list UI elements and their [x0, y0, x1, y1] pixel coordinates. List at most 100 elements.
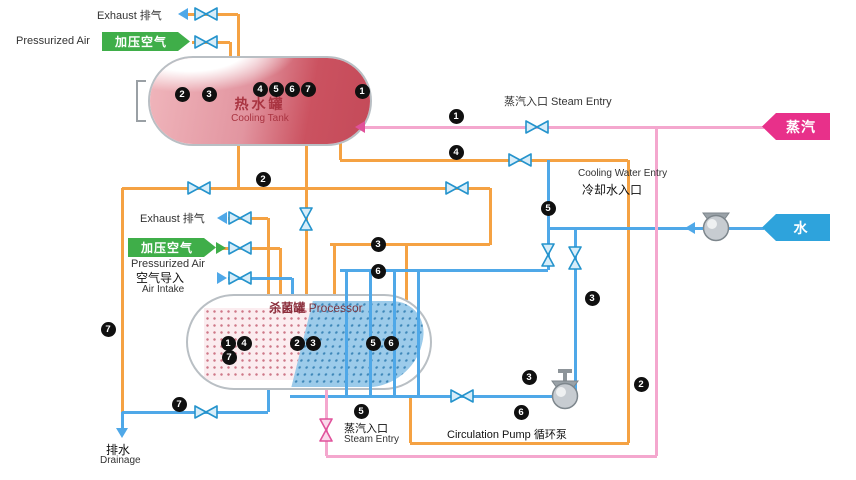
pipe-segment: [278, 248, 282, 296]
pipe-segment: [266, 384, 270, 412]
pipe-segment: [344, 270, 348, 396]
cooling-tank-fill: [150, 58, 370, 144]
step-badge: 6: [513, 404, 529, 420]
valve-icon[interactable]: [187, 181, 211, 195]
flow-arrow: [685, 222, 695, 234]
step-badge: 6: [284, 81, 300, 97]
step-badge: 6: [383, 335, 399, 351]
air-intake-cn-label: 空气导入: [136, 271, 185, 285]
valve-icon[interactable]: [450, 389, 474, 403]
flow-arrow: [116, 428, 128, 438]
step-badge: 5: [540, 200, 556, 216]
pipe-segment: [573, 228, 577, 396]
step-badge: 3: [584, 290, 600, 306]
valve-icon[interactable]: [319, 418, 333, 442]
pipe-segment: [228, 276, 292, 280]
steam-entry-top-label: 蒸汽入口 Steam Entry: [504, 96, 612, 108]
valve-icon[interactable]: [194, 35, 218, 49]
circulation-pump-label: Circulation Pump 循环泵: [447, 429, 567, 441]
step-badge: 2: [633, 376, 649, 392]
flow-arrow: [355, 121, 365, 133]
step-badge: 7: [221, 349, 237, 365]
tank-mount-bracket: [136, 80, 146, 122]
pipe-segment: [236, 14, 240, 58]
processor-label-cn: 杀菌罐: [269, 301, 306, 315]
pressurized-air-box-top: 加压空气: [102, 32, 190, 51]
inlet-water-pump[interactable]: [696, 201, 736, 243]
pipe-segment: [488, 188, 492, 245]
steam-entry-bottom-cn-label: 蒸汽入口: [344, 423, 388, 435]
pressurized-air-top-label: Pressurized Air: [16, 35, 90, 47]
step-badge: 5: [268, 81, 284, 97]
step-badge: 3: [521, 369, 537, 385]
flow-box-text: 水: [793, 219, 809, 236]
circulation-pump[interactable]: [545, 369, 585, 411]
flow-arrow: [178, 8, 188, 20]
flow-arrow: [216, 242, 226, 254]
pipe-segment: [338, 140, 342, 160]
flow-box-text: 蒸汽: [786, 118, 816, 135]
pipe-segment: [332, 244, 336, 300]
cooling-tank: 热水罐 Cooling Tank: [148, 56, 372, 146]
valve-icon[interactable]: [525, 120, 549, 134]
pipe-segment: [654, 127, 658, 456]
valve-icon[interactable]: [541, 243, 555, 267]
water-source-box: 水: [762, 214, 830, 241]
step-badge: 2: [289, 335, 305, 351]
step-badge: 2: [255, 171, 271, 187]
valve-icon[interactable]: [194, 405, 218, 419]
pipe-segment: [340, 268, 548, 272]
pipe-segment: [290, 278, 294, 296]
step-badge: 1: [220, 335, 236, 351]
step-badge: 3: [370, 236, 386, 252]
valve-icon[interactable]: [228, 211, 252, 225]
valve-icon[interactable]: [568, 246, 582, 270]
step-badge: 6: [370, 263, 386, 279]
exhaust-top-label: Exhaust 排气: [97, 10, 162, 22]
step-badge: 7: [300, 81, 316, 97]
pipe-segment: [228, 42, 232, 58]
pipe-segment: [120, 188, 124, 412]
step-badge: 5: [365, 335, 381, 351]
pipe-segment: [330, 242, 490, 246]
steam-source-box: 蒸汽: [762, 113, 830, 140]
pipe-segment: [416, 270, 420, 396]
step-badge: 1: [354, 83, 370, 99]
step-badge: 3: [201, 86, 217, 102]
valve-icon[interactable]: [228, 241, 252, 255]
pipe-segment: [290, 394, 575, 398]
pipe-segment: [404, 244, 408, 300]
valve-icon[interactable]: [508, 153, 532, 167]
valve-icon[interactable]: [228, 271, 252, 285]
pipe-segment: [392, 270, 396, 396]
pipe-segment: [266, 218, 270, 296]
step-badge: 4: [236, 335, 252, 351]
processor-tank-label: 杀菌罐 Processor: [238, 299, 394, 316]
flow-box-text: 加压空气: [140, 241, 193, 255]
valve-icon[interactable]: [299, 207, 313, 231]
step-badge: 7: [100, 321, 116, 337]
step-badge: 5: [353, 403, 369, 419]
pipe-segment: [326, 454, 657, 458]
step-badge: 7: [171, 396, 187, 412]
step-badge: 3: [305, 335, 321, 351]
pipe-segment: [368, 270, 372, 396]
pressurized-air-box-mid: 加压空气: [128, 238, 216, 257]
pressurized-air-mid-label: Pressurized Air: [131, 258, 205, 270]
step-badge: 4: [448, 144, 464, 160]
drainage-cn-label: 排水: [106, 443, 131, 457]
flow-arrow: [217, 212, 227, 224]
air-intake-en-label: Air Intake: [142, 284, 185, 295]
valve-icon[interactable]: [194, 7, 218, 21]
flow-box-text: 加压空气: [114, 35, 167, 49]
drainage-en-label: Drainage: [100, 455, 141, 466]
exhaust-mid-label: Exhaust 排气: [140, 213, 205, 225]
valve-icon[interactable]: [445, 181, 469, 195]
pipe-segment: [236, 140, 240, 188]
cooling-water-entry-en-label: Cooling Water Entry: [578, 168, 668, 179]
step-badge: 4: [252, 81, 268, 97]
pipe-segment: [340, 158, 628, 162]
pipe-segment: [120, 412, 124, 430]
cooling-tank-label-en: Cooling Tank: [231, 113, 289, 124]
